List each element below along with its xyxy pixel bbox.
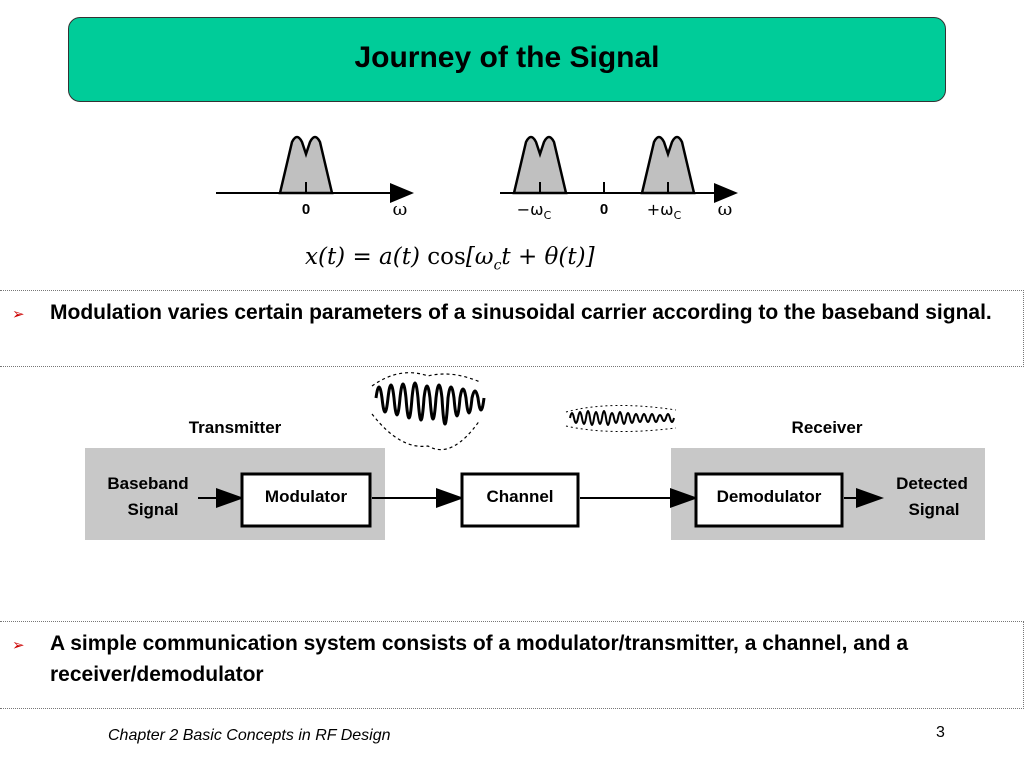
baseband-omega-label: ω <box>393 199 408 220</box>
equation-arg-rest: t + θ(t)] <box>501 244 595 270</box>
equation-arg-open: [ω <box>465 244 494 270</box>
neg-carrier-subscript: C <box>544 209 552 222</box>
equation-arg-sub: c <box>493 257 502 274</box>
output-label-line2: Signal <box>908 500 959 519</box>
neg-carrier-symbol: −ω <box>517 200 544 219</box>
slide-title-box: Journey of the Signal <box>68 17 946 102</box>
pos-carrier-label: +ωC <box>647 200 682 222</box>
bullet-box-modulation: ➢ Modulation varies certain parameters o… <box>0 290 1024 367</box>
modulated-envelope-icon <box>371 372 481 451</box>
equation-cos: cos <box>427 244 466 270</box>
channel-label: Channel <box>486 487 553 506</box>
demodulator-block <box>694 472 844 528</box>
footer-chapter-label: Chapter 2 Basic Concepts in RF Design <box>108 727 391 744</box>
modulated-waveform-icon <box>374 381 486 426</box>
pos-carrier-spectrum-shape <box>640 135 696 195</box>
page-number: 3 <box>936 724 945 741</box>
bullet-arrow-icon: ➢ <box>12 637 25 654</box>
spectrum-diagram: 0 ω −ωC 0 +ωC ω <box>216 135 738 222</box>
neg-carrier-label: −ωC <box>517 200 552 222</box>
demodulator-label: Demodulator <box>717 487 822 506</box>
baseband-spectrum-shape <box>278 135 334 195</box>
communication-system-diagram: Transmitter Receiver Baseband Signal Mod… <box>85 372 985 540</box>
transmitter-label: Transmitter <box>189 418 282 437</box>
modulator-block <box>240 472 372 528</box>
bullet-text-system: A simple communication system consists o… <box>50 632 909 686</box>
channel-block <box>460 472 580 528</box>
passband-zero-label: 0 <box>600 201 608 218</box>
received-waveform-icon <box>569 410 675 426</box>
slide-title: Journey of the Signal <box>354 41 660 74</box>
input-label-line2: Signal <box>127 500 178 519</box>
pos-carrier-subscript: C <box>674 209 682 222</box>
received-envelope-icon <box>565 404 677 433</box>
passband-omega-label: ω <box>718 199 733 220</box>
pos-carrier-symbol: +ω <box>647 200 674 219</box>
equation-lhs: x(t) = a(t) <box>305 244 428 270</box>
modulation-equation: x(t) = a(t) cos[ωct + θ(t)] <box>305 244 625 280</box>
input-label-line1: Baseband <box>107 474 188 493</box>
bullet-text-modulation: Modulation varies certain parameters of … <box>50 301 992 324</box>
bullet-box-system: ➢ A simple communication system consists… <box>0 621 1024 709</box>
neg-carrier-spectrum-shape <box>512 135 568 195</box>
receiver-label: Receiver <box>792 418 863 437</box>
bullet-arrow-icon: ➢ <box>12 306 25 323</box>
modulator-label: Modulator <box>265 487 348 506</box>
baseband-zero-label: 0 <box>302 201 310 218</box>
output-label-line1: Detected <box>896 474 968 493</box>
